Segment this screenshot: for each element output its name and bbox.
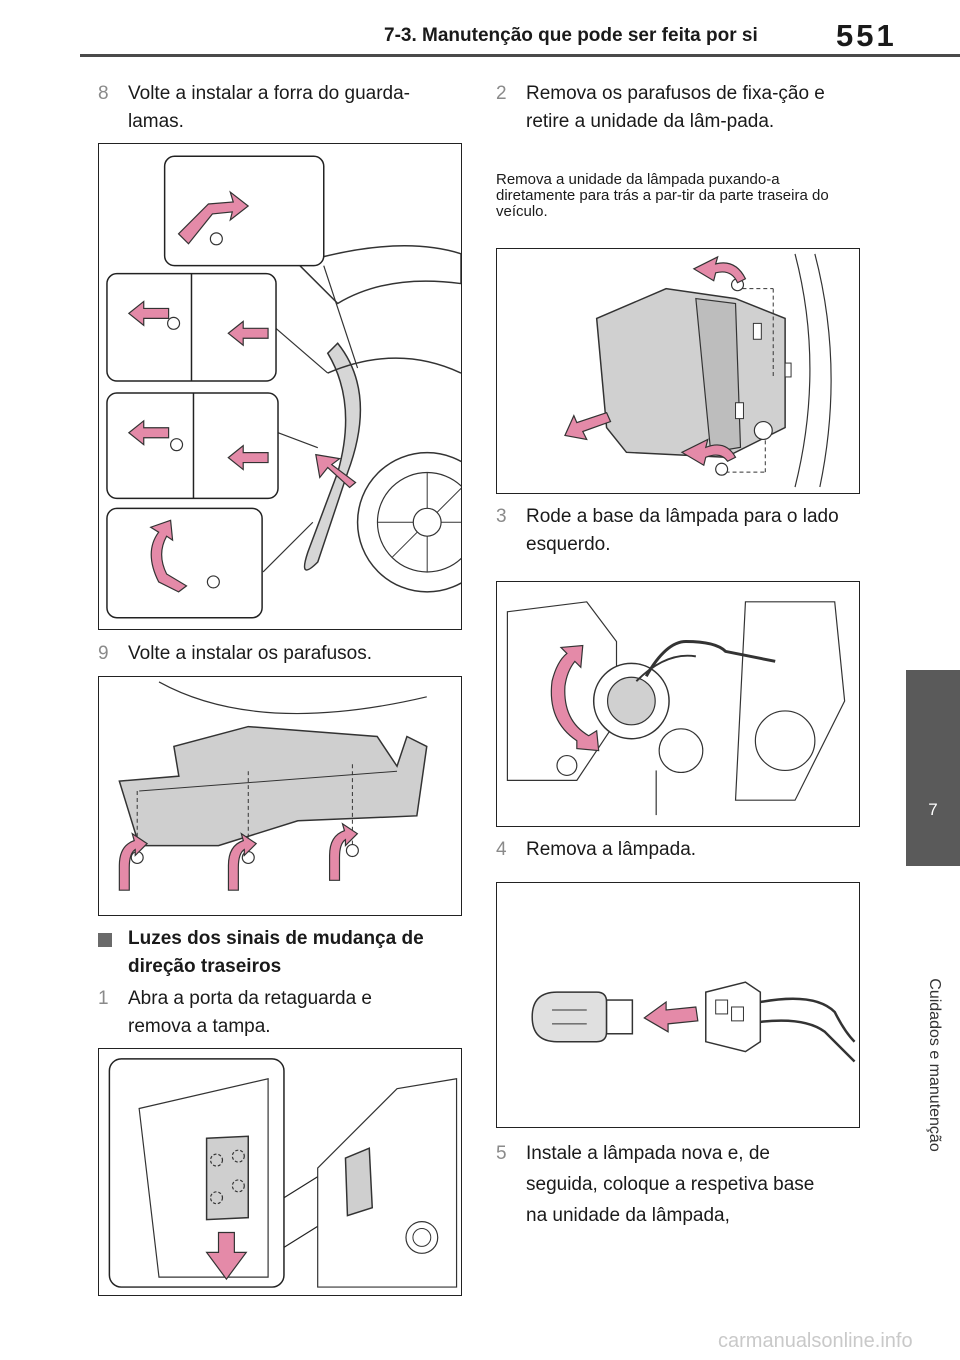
step-number: 1 <box>98 988 109 1009</box>
step-number: 4 <box>496 839 507 860</box>
figure-lamp-unit-removal <box>496 248 860 494</box>
mud-guard-illustration <box>118 681 428 891</box>
step-text: Volte a instalar os parafusos. <box>128 643 372 664</box>
chapter-tab[interactable] <box>906 670 960 866</box>
figure-tailgate-cover <box>98 1048 462 1296</box>
step-text: Remova os parafusos de fixa-ção e retire… <box>526 83 825 132</box>
step-number: 5 <box>496 1143 507 1164</box>
page-number: 551 <box>836 18 897 53</box>
step-number: 8 <box>98 83 109 104</box>
step-number: 2 <box>496 83 507 104</box>
tailgate-cover-illustration <box>108 1058 458 1288</box>
heading-text: Luzes dos sinais de mudança de direção t… <box>128 928 424 977</box>
step-2-note: Remova a unidade da lâmpada puxando-a di… <box>496 171 829 220</box>
bulb-removal-illustration <box>531 981 856 1063</box>
section-heading: Luzes dos sinais de mudança de direção t… <box>98 925 458 981</box>
figure-fender-liner <box>98 143 462 630</box>
figure-bulb-removal <box>496 882 860 1128</box>
step-text: Abra a porta da retaguarda e remova a ta… <box>128 988 373 1037</box>
fender-liner-illustration <box>106 155 461 619</box>
step-text: Rode a base da lâmpada para o lado esque… <box>526 506 839 555</box>
heading-bullet <box>98 933 112 947</box>
section-title: 7-3. Manutenção que pode ser feita por s… <box>384 25 758 46</box>
chapter-title: Cuidados e manutenção <box>926 978 943 1152</box>
step-number: 9 <box>98 643 109 664</box>
figure-mud-guard-screws <box>98 676 462 916</box>
watermark: carmanualsonline.info <box>718 1330 913 1352</box>
chapter-number: 7 <box>928 800 938 819</box>
step-5: 5 Instale a lâmpada nova e, de seguida, … <box>496 1138 836 1231</box>
chapter-title-vertical: Cuidados e manutenção <box>894 965 960 1165</box>
lamp-unit-illustration <box>564 253 832 488</box>
step-2: 2 Remova os parafusos de fixa-ção e reti… <box>496 80 856 136</box>
step-1: 1 Abra a porta da retaguarda e remova a … <box>98 985 438 1041</box>
step-9: 9 Volte a instalar os parafusos. <box>98 640 458 668</box>
step-text: Instale a lâmpada nova e, de seguida, co… <box>526 1143 815 1226</box>
bulb-base-illustration <box>506 601 846 816</box>
step-text: Remova a lâmpada. <box>526 839 697 860</box>
step-text: Volte a instalar a forra do guarda-lamas… <box>128 83 411 132</box>
step-3: 3 Rode a base da lâmpada para o lado esq… <box>496 503 856 559</box>
step-4: 4 Remova a lâmpada. <box>496 836 856 864</box>
step-8: 8 Volte a instalar a forra do guarda-lam… <box>98 80 418 136</box>
figure-bulb-base-rotation <box>496 581 860 827</box>
header-rule <box>80 54 960 57</box>
step-number: 3 <box>496 506 507 527</box>
